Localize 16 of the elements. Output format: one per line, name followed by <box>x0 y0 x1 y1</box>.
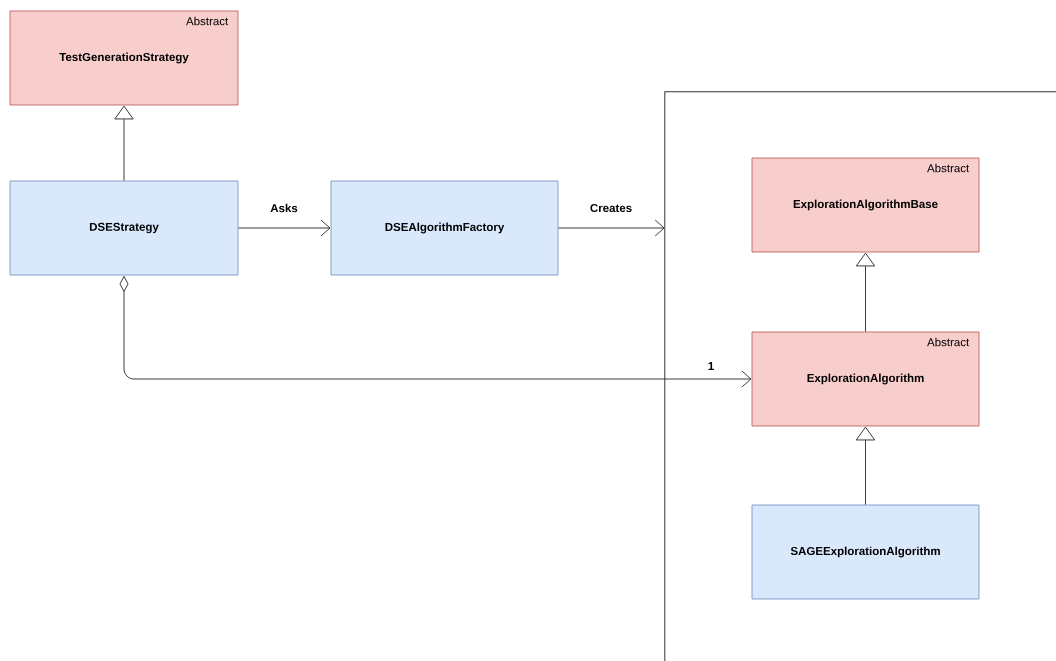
abstract-class-box: Abstract ExplorationAlgorithmBase <box>751 157 980 253</box>
abstract-class-box: Abstract TestGenerationStrategy <box>9 10 239 106</box>
inheritance-arrow <box>855 426 876 506</box>
inheritance-arrow <box>855 252 876 333</box>
arrow <box>237 219 331 237</box>
container-frame <box>664 91 1056 661</box>
abstract-class-box: Abstract ExplorationAlgorithm <box>751 331 980 427</box>
class-box: DSEAlgorithmFactory <box>330 180 559 276</box>
inheritance-arrow <box>114 105 134 182</box>
edge-label: Asks <box>269 202 299 214</box>
arrow <box>557 219 665 237</box>
edge-label: 1 <box>706 361 716 371</box>
aggregation-arrow <box>119 275 752 388</box>
class-box: DSEStrategy <box>9 180 239 276</box>
class-box: SAGEExplorationAlgorithm <box>751 504 980 600</box>
edge-label: Creates <box>588 202 634 214</box>
